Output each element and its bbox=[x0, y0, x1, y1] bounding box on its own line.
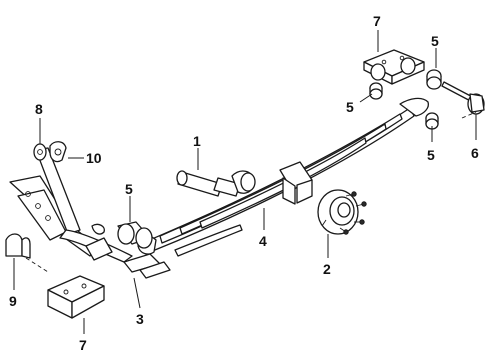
callout-4: 4 bbox=[259, 233, 267, 249]
stabilizer-bushing bbox=[49, 141, 67, 163]
callout-10: 10 bbox=[86, 150, 102, 166]
callout-6: 6 bbox=[471, 145, 479, 161]
bushing-right bbox=[425, 112, 439, 130]
callout-5-top-right: 5 bbox=[431, 33, 439, 49]
spring-center-clamp bbox=[279, 161, 313, 205]
bushing-upper-b bbox=[426, 69, 442, 90]
callout-5-top-left: 5 bbox=[346, 99, 354, 115]
spring-hanger-front bbox=[47, 275, 105, 319]
sway-bar-assembly bbox=[9, 147, 171, 279]
shock-absorber bbox=[176, 170, 256, 197]
callout-9: 9 bbox=[9, 293, 17, 309]
bushing-upper-a bbox=[369, 82, 383, 100]
stabilizer-link bbox=[33, 143, 47, 161]
callout-8: 8 bbox=[35, 101, 43, 117]
callout-3: 3 bbox=[136, 311, 144, 327]
callout-7-bottom: 7 bbox=[79, 337, 87, 353]
hub-bearing bbox=[317, 189, 367, 235]
callout-2: 2 bbox=[323, 261, 331, 277]
bushing-left bbox=[117, 221, 153, 249]
callout-5-right: 5 bbox=[427, 147, 435, 163]
callout-1: 1 bbox=[193, 133, 201, 149]
callout-5-left: 5 bbox=[125, 181, 133, 197]
callout-7-top: 7 bbox=[373, 13, 381, 29]
callout-labels: 7 5 5 5 6 1 5 4 2 3 7 8 10 9 bbox=[9, 13, 479, 353]
shackle-bracket bbox=[363, 49, 425, 85]
leader-lines bbox=[13, 30, 477, 334]
shackle-bolt bbox=[441, 81, 485, 119]
stabilizer-bracket bbox=[5, 233, 49, 273]
